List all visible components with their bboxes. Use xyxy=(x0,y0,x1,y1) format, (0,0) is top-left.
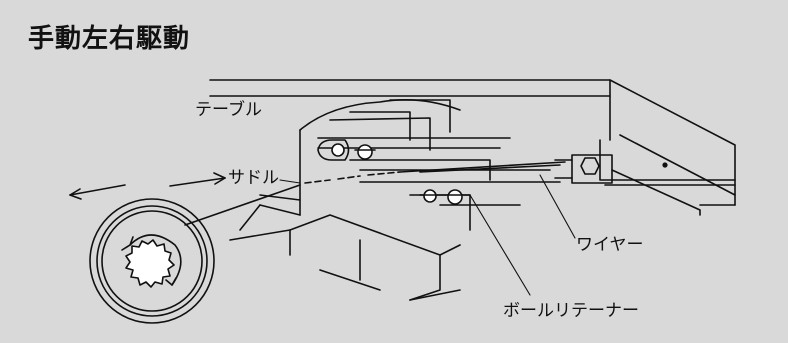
ball-bearings-lower xyxy=(419,189,471,205)
table-body xyxy=(209,79,736,206)
wire-anchor xyxy=(554,154,701,216)
rotation-arrow xyxy=(121,234,182,286)
label-table: テーブル xyxy=(195,100,262,120)
saddle-body xyxy=(229,194,461,301)
motion-arrows xyxy=(69,172,226,200)
label-wire: ワイヤー xyxy=(576,235,644,255)
saddle-cutaway xyxy=(299,98,561,231)
hand-wheel xyxy=(89,198,215,324)
label-ball-retainer: ボールリテーナー xyxy=(503,301,639,321)
leader-lines xyxy=(279,174,576,296)
label-saddle: サドル xyxy=(228,168,279,188)
wire-line xyxy=(184,161,566,226)
ball-bearings-upper xyxy=(317,139,376,161)
diagram-title: 手動左右駆動 xyxy=(28,24,191,54)
